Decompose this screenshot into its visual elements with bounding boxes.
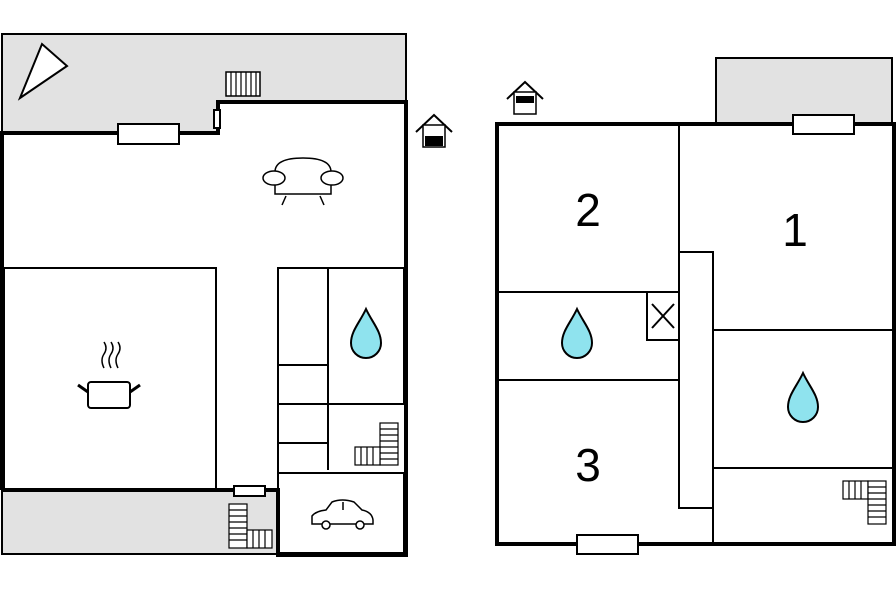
room-number-2: 2 (575, 184, 601, 236)
upper-floor: 1 2 3 (495, 57, 896, 555)
exterior-wall (0, 100, 408, 557)
room-number-3: 3 (575, 439, 601, 491)
kitchen-room (3, 267, 217, 491)
balcony (715, 57, 893, 125)
terrace-top (1, 33, 407, 134)
water-drop-icon (786, 370, 820, 423)
radiator-icon (225, 71, 261, 97)
water-drop-icon (349, 306, 383, 359)
window (792, 114, 855, 135)
counter-block (277, 364, 329, 405)
counter-block (277, 403, 329, 444)
stairs-icon (842, 480, 887, 525)
cooking-pot-icon (77, 341, 141, 409)
exterior-wall (495, 122, 896, 546)
window (117, 123, 180, 145)
bathroom-room (277, 267, 405, 405)
stairs-icon (354, 422, 399, 466)
window (576, 534, 639, 555)
counter-block (277, 267, 329, 366)
compass-icon (17, 42, 69, 101)
ground-floor (0, 33, 453, 557)
window (213, 109, 221, 129)
water-drop-icon (560, 306, 594, 359)
house-entrance-icon (506, 80, 544, 115)
garage-room (277, 472, 405, 554)
shaft (646, 291, 680, 341)
stairs-icon (228, 503, 273, 549)
sofa-icon (262, 157, 344, 206)
hallway-column (678, 251, 714, 509)
window (233, 485, 266, 497)
house-entrance-icon (415, 113, 453, 148)
car-icon (311, 499, 374, 530)
room-number-1: 1 (782, 204, 808, 256)
